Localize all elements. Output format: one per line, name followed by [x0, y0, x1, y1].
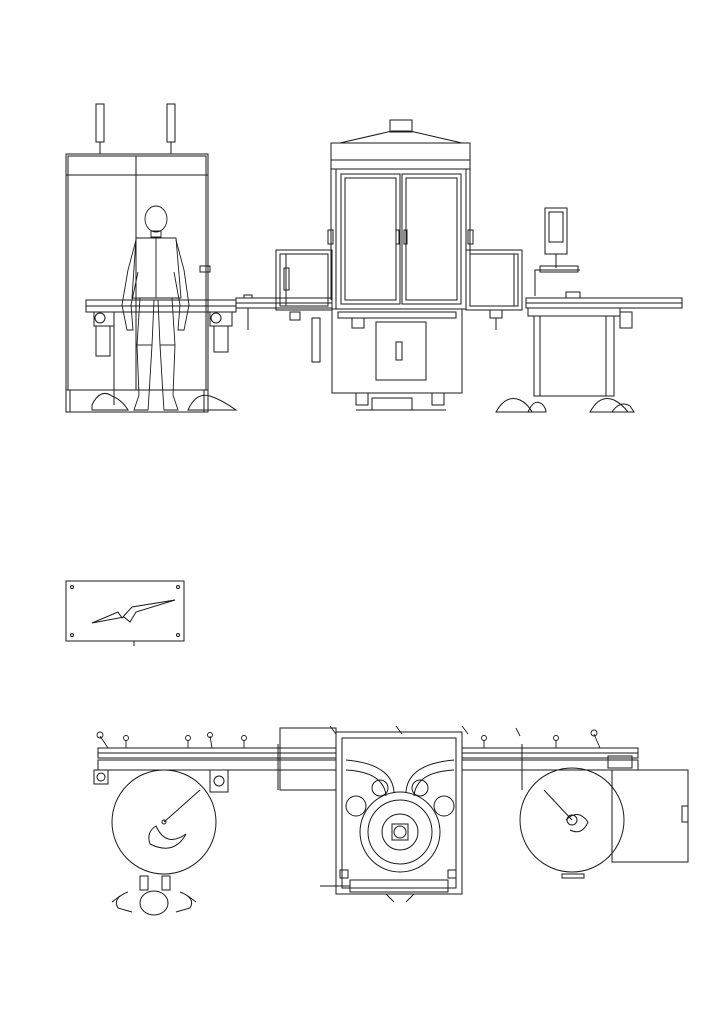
transfer-conveyor [236, 295, 332, 362]
plan-handles [97, 726, 600, 748]
label-reel-right [520, 756, 688, 878]
top-plan [94, 726, 688, 915]
cabin-door-right [402, 174, 461, 304]
operator-mannequin-icon [122, 206, 189, 410]
access-panel [376, 322, 426, 380]
plan-filling-machine [280, 728, 462, 902]
foot-right-1 [496, 399, 532, 413]
exhaust-stack [390, 120, 412, 132]
cabin-door-left [341, 174, 400, 304]
infeed-module [86, 266, 236, 410]
label-reel-left [94, 770, 228, 874]
starwheel [360, 792, 440, 872]
filling-machine [328, 120, 473, 410]
front-elevation [66, 104, 682, 412]
operator-top-view-icon [112, 876, 196, 915]
right-guard-module [466, 250, 522, 330]
signal-lamp-right [167, 104, 175, 142]
signal-lamp-left [96, 104, 104, 142]
foot-right-2 [590, 399, 628, 413]
control-panel [545, 208, 567, 254]
electrical-warning-sign [66, 581, 184, 646]
electrical-cabinet [66, 104, 208, 412]
lightning-arrow-icon [92, 600, 175, 623]
foot-left-2 [188, 395, 236, 410]
plan-conveyor [98, 744, 638, 790]
left-guard-module [276, 250, 332, 310]
outfeed-labeler [496, 208, 682, 412]
foot-left-1 [92, 393, 128, 410]
